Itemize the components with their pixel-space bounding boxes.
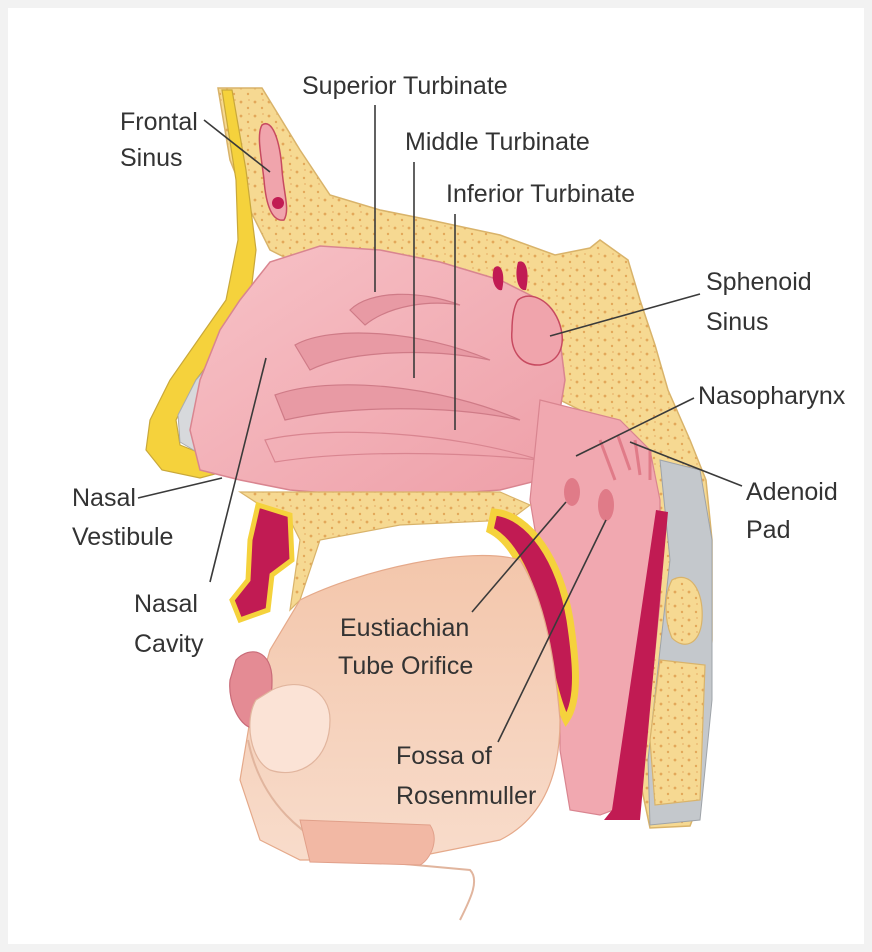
label-adenoid-pad-line1: Adenoid	[746, 478, 838, 506]
label-middle-turbinate: Middle Turbinate	[405, 128, 590, 156]
vertebra-lower	[650, 660, 705, 805]
label-nasal-cavity-line2: Cavity	[134, 630, 204, 658]
label-fossa-line1: Fossa of	[396, 742, 492, 770]
label-nasopharynx: Nasopharynx	[698, 382, 846, 410]
label-frontal-sinus-line1: Frontal	[120, 108, 198, 136]
fossa-rosenmuller-shape	[598, 489, 614, 521]
eustachian-orifice-shape	[564, 478, 580, 506]
label-eustachian-line1: Eustiachian	[340, 614, 469, 642]
label-adenoid-pad-line2: Pad	[746, 516, 790, 544]
label-eustachian-line2: Tube Orifice	[338, 652, 473, 680]
label-nasal-vestibule-line1: Nasal	[72, 484, 136, 512]
vertebra-body	[666, 577, 702, 644]
label-frontal-sinus-line2: Sinus	[120, 144, 183, 172]
label-sphenoid-sinus-line1: Sphenoid	[706, 268, 812, 296]
label-nasal-vestibule-line2: Vestibule	[72, 523, 173, 551]
label-inferior-turbinate: Inferior Turbinate	[446, 180, 635, 208]
upper-lip-muscle	[232, 505, 292, 620]
label-superior-turbinate: Superior Turbinate	[302, 72, 508, 100]
frontal-sinus-opening	[272, 197, 284, 209]
tongue-base	[300, 820, 434, 865]
label-sphenoid-sinus-line2: Sinus	[706, 308, 769, 336]
label-nasal-cavity-line1: Nasal	[134, 590, 198, 618]
label-fossa-line2: Rosenmuller	[396, 782, 536, 810]
